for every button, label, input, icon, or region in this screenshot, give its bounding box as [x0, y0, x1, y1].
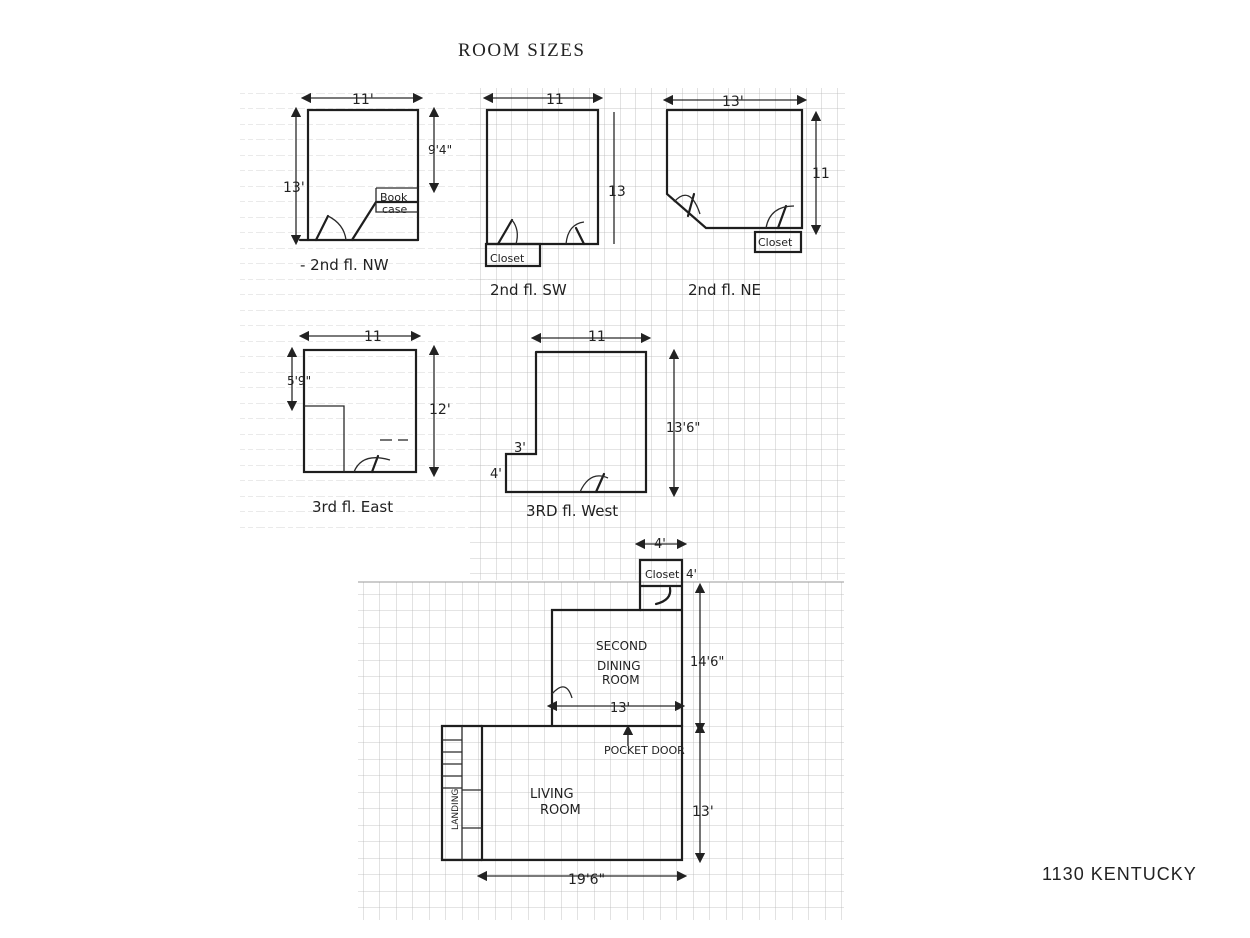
- room-3rd-floor-west: [504, 332, 680, 498]
- grid-paper: [240, 88, 845, 920]
- dining2-closet-label: Closet: [645, 568, 680, 581]
- east3-depth-label: 12': [429, 402, 451, 418]
- sw2-caption: 2nd fl. SW: [490, 281, 567, 299]
- west3-notch-h-label: 4': [490, 467, 502, 482]
- dining2-closet-w-label: 4': [654, 537, 666, 552]
- living-landing-label: LANDING: [451, 789, 461, 830]
- room-2nd-floor-nw: [290, 92, 440, 246]
- nw2-caption: - 2nd fl. NW: [300, 256, 389, 274]
- room-2nd-floor-sw: [482, 92, 615, 268]
- dining2-label-1: SECOND: [596, 639, 647, 653]
- room-living: [440, 722, 706, 882]
- living-width-label: 19'6": [568, 872, 605, 888]
- east3-caption: 3rd fl. East: [312, 498, 393, 516]
- west3-caption: 3RD fl. West: [526, 502, 618, 520]
- living-depth-label: 13': [692, 804, 714, 820]
- ne2-closet-label: Closet: [758, 236, 793, 249]
- room-second-dining: [546, 538, 706, 746]
- dining2-label-2: DINING: [597, 659, 641, 673]
- west3-width-label: 11: [588, 329, 606, 345]
- dining2-width-label: 13': [610, 701, 630, 716]
- east3-width-label: 11: [364, 329, 382, 345]
- room-2nd-floor-ne: [662, 94, 822, 254]
- sw2-closet-label: Closet: [490, 252, 525, 265]
- west3-notch-w-label: 3': [514, 441, 526, 456]
- ne2-width-label: 13': [722, 94, 744, 110]
- dining2-depth-label: 14'6": [690, 655, 724, 670]
- ne2-caption: 2nd fl. NE: [688, 281, 761, 299]
- dining2-closet-h-label: 4': [686, 567, 697, 581]
- west3-depth-label: 13'6": [666, 421, 700, 436]
- address-label: 1130 KENTUCKY: [1042, 864, 1197, 884]
- nw2-bookcase-label-2: case: [382, 203, 408, 216]
- living-label-1: LIVING: [530, 787, 574, 802]
- dining2-label-3: ROOM: [602, 673, 640, 687]
- nw2-bookcase-label-1: Book: [380, 191, 408, 204]
- sw2-depth-label: 13: [608, 184, 626, 200]
- nw2-partial-label: 9'4": [428, 143, 452, 157]
- room-3rd-floor-east: [286, 330, 440, 478]
- nw2-width-label: 11': [352, 92, 374, 108]
- nw2-depth-label: 13': [283, 180, 305, 196]
- living-label-2: ROOM: [540, 803, 581, 818]
- sw2-width-label: 11: [546, 92, 564, 108]
- east3-partial-label: 5'9": [287, 374, 311, 388]
- ne2-depth-label: 11: [812, 166, 830, 182]
- living-pocket-door-label: POCKET DOOR: [604, 744, 685, 757]
- page-title: ROOM SIZES: [458, 40, 586, 61]
